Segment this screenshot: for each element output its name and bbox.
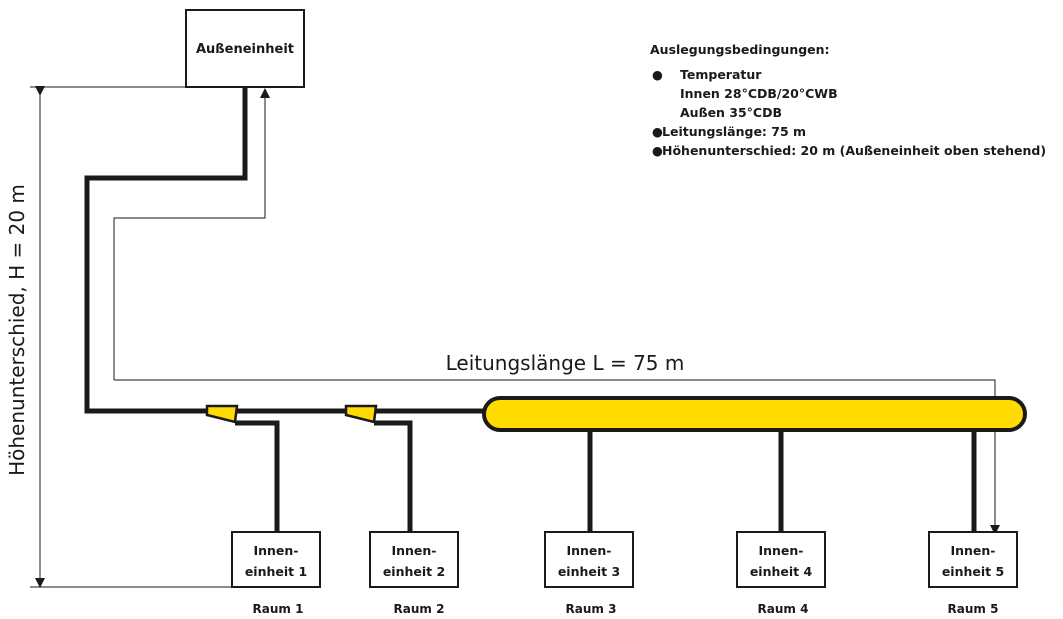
length-label: Leitungslänge L = 75 m [446, 351, 685, 375]
design-conditions: Auslegungsbedingungen: ● Temperatur Inne… [650, 40, 1060, 160]
indoor-unit-label-line2: einheit 4 [750, 564, 813, 579]
branch-joint-1 [205, 404, 239, 424]
indoor-unit-label-line2: einheit 3 [558, 564, 620, 579]
indoor-unit-4: Innen- einheit 4 [736, 531, 826, 588]
bullet-icon: ● [652, 124, 663, 139]
indoor-unit-label-line2: einheit 5 [942, 564, 1004, 579]
room-label-3: Raum 3 [566, 602, 617, 616]
room-label-4: Raum 4 [758, 602, 809, 616]
branch-pipe-2 [374, 420, 413, 532]
room-label-1: Raum 1 [253, 602, 304, 616]
height-diff-text: Höhenunterschied: 20 m (Außeneinheit obe… [662, 143, 1047, 158]
condition-indoor-temp: Innen 28°CDB/20°CWB [680, 86, 838, 101]
room-label-5: Raum 5 [948, 602, 999, 616]
indoor-unit-label-line1: Innen- [950, 543, 995, 558]
indoor-unit-label-line1: Innen- [758, 543, 803, 558]
condition-height-diff: ● Höhenunterschied: 20 m (Außeneinheit o… [650, 141, 1060, 160]
indoor-unit-2: Innen- einheit 2 [369, 531, 459, 588]
bullet-icon: ● [652, 67, 663, 82]
indoor-unit-label-line2: einheit 2 [383, 564, 445, 579]
room-label-2: Raum 2 [394, 602, 445, 616]
distribution-header [482, 396, 1027, 432]
indoor-unit-label-line2: einheit 1 [245, 564, 307, 579]
condition-outdoor-temp: Außen 35°CDB [680, 105, 783, 120]
conditions-title: Auslegungsbedingungen: [650, 42, 830, 57]
main-pipe [84, 87, 484, 414]
length-measure-line [113, 88, 270, 380]
branch-joint-2 [344, 404, 378, 424]
height-label: Höhenunterschied, H = 20 m [5, 184, 29, 476]
condition-pipe-length: ● Leitungslänge: 75 m [650, 122, 1060, 141]
outdoor-unit-box [185, 9, 305, 88]
indoor-unit-1: Innen- einheit 1 [231, 531, 321, 588]
bullet-icon: ● [652, 143, 663, 158]
branch-pipe-1 [235, 420, 280, 532]
indoor-unit-3: Innen- einheit 3 [544, 531, 634, 588]
indoor-unit-5: Innen- einheit 5 [928, 531, 1018, 588]
pipe-length-text: Leitungslänge: 75 m [662, 124, 807, 139]
indoor-unit-label-line1: Innen- [391, 543, 436, 558]
temperature-label: Temperatur [680, 67, 762, 82]
indoor-unit-label-line1: Innen- [566, 543, 611, 558]
outdoor-unit-label: Außeneinheit [196, 42, 294, 57]
condition-temperature: ● Temperatur [650, 65, 1060, 84]
length-measure-line-horizontal [114, 379, 1000, 535]
indoor-unit-label-line1: Innen- [253, 543, 298, 558]
